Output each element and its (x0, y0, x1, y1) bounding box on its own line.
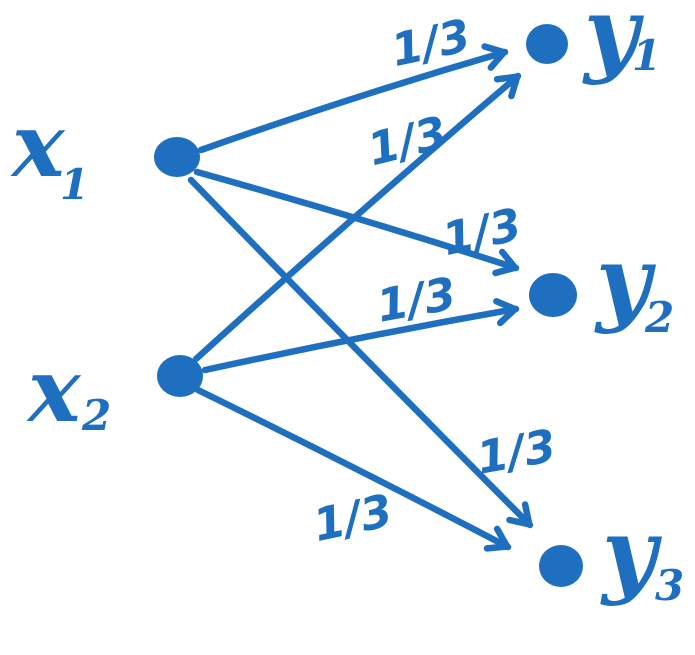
edge-x2-y3 (194, 386, 512, 552)
node-x1-dot (154, 137, 200, 177)
edge-x2-y2 (201, 298, 520, 374)
node-y3-label: y (600, 498, 662, 608)
node-y3-dot (539, 545, 583, 587)
edge-x2-y1-weight-label: 1/3 (362, 106, 452, 177)
node-x2-subscript: 2 (81, 391, 111, 440)
node-x1-label: x (10, 93, 66, 197)
node-y2-subscript: 2 (644, 293, 674, 342)
node-y2-dot (529, 273, 577, 317)
edge-x2-y1 (192, 72, 522, 363)
node-y1-dot (526, 24, 568, 64)
edge-x2-y3-weight-label: 1/3 (309, 484, 397, 552)
edge-x1-y2-weight-label: 1/3 (438, 198, 526, 266)
node-y1-subscript: 1 (632, 31, 661, 80)
edge-x1-y3 (187, 176, 534, 529)
node-x2-dot (157, 355, 203, 397)
edge-x1-y1 (197, 43, 509, 154)
node-x2-label: x (26, 338, 82, 442)
node-y3-subscript: 3 (655, 561, 684, 610)
node-x1-subscript: 1 (60, 160, 89, 209)
node-y2-label: y (594, 226, 656, 336)
node-y1-label: y (582, 0, 644, 87)
edge-x1-y3-weight-label: 1/3 (473, 419, 560, 485)
